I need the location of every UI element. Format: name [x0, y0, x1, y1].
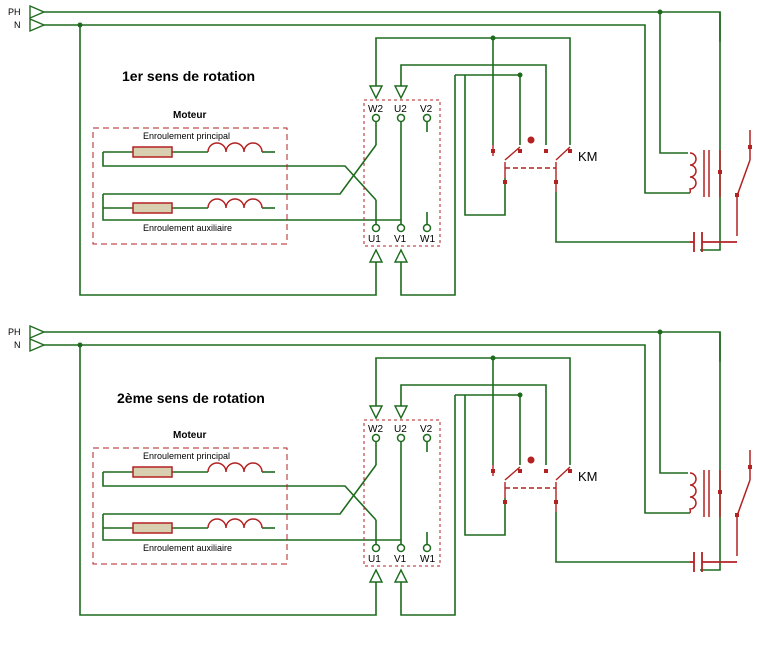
terminal-v1: V1 — [394, 554, 407, 565]
motor-label: Moteur — [173, 110, 206, 121]
terminal-w2: W2 — [368, 424, 383, 435]
n-label: N — [14, 20, 21, 30]
circuit-2: PH N 2ème sens de rotation Moteur Enroul… — [8, 325, 753, 616]
winding-aux-label: Enroulement auxiliaire — [143, 543, 232, 553]
winding-aux-label: Enroulement auxiliaire — [143, 223, 232, 233]
terminal-u2: U2 — [394, 424, 407, 435]
winding-main-label: Enroulement principal — [143, 451, 230, 461]
contactor-label: KM — [578, 469, 598, 484]
terminal-w2: W2 — [368, 104, 383, 115]
circuit-1: PH N 1er sens de rotation Moteur Enroule… — [8, 5, 753, 296]
terminal-u1: U1 — [368, 234, 381, 245]
circuit-title: 2ème sens de rotation — [117, 390, 265, 406]
terminal-v2: V2 — [420, 104, 433, 115]
circuit-title: 1er sens de rotation — [122, 68, 255, 84]
terminal-w1: W1 — [420, 234, 435, 245]
ph-label: PH — [8, 7, 21, 17]
contactor-label: KM — [578, 149, 598, 164]
terminal-v1: V1 — [394, 234, 407, 245]
terminal-u2: U2 — [394, 104, 407, 115]
motor-label: Moteur — [173, 430, 206, 441]
winding-main-label: Enroulement principal — [143, 131, 230, 141]
n-label: N — [14, 340, 21, 350]
ph-label: PH — [8, 327, 21, 337]
terminal-v2: V2 — [420, 424, 433, 435]
terminal-u1: U1 — [368, 554, 381, 565]
terminal-w1: W1 — [420, 554, 435, 565]
